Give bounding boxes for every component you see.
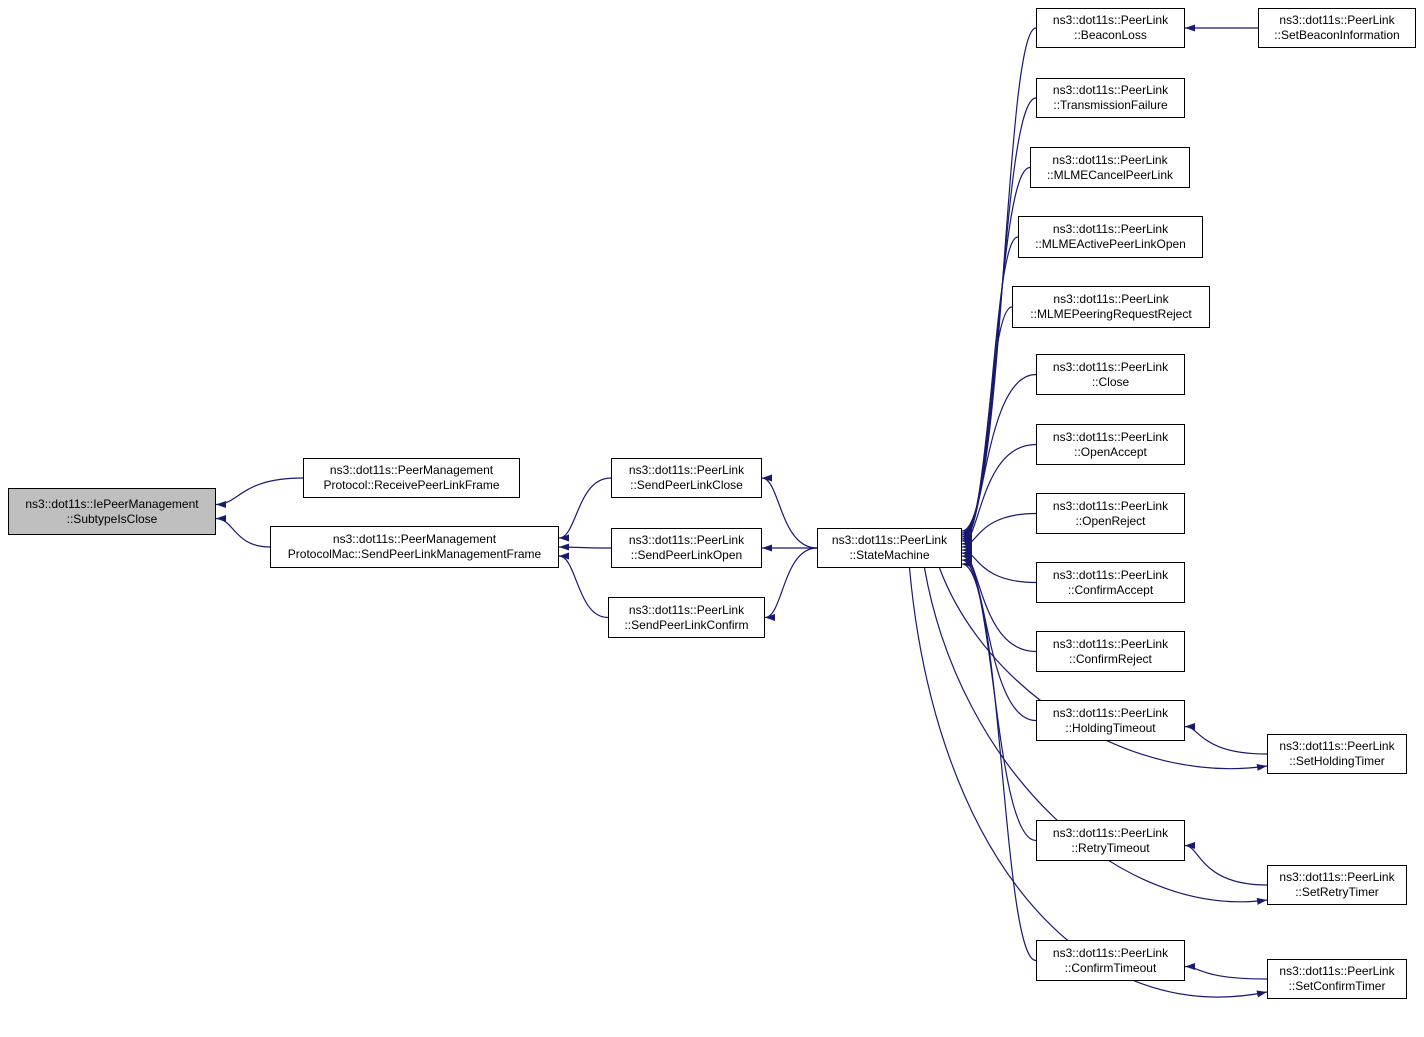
graph-node-setbeaconinformation[interactable]: ns3::dot11s::PeerLink::SetBeaconInformat… — [1258, 8, 1416, 48]
edge-setconfirmtimer-to-confirmtimeout — [1184, 963, 1268, 980]
graph-node-label: ::BeaconLoss — [1074, 28, 1147, 42]
graph-node-label: ::SendPeerLinkConfirm — [624, 617, 749, 632]
edge-sendpeerlinkconfirm-to-sendpeerlinkmanagementframe — [558, 552, 609, 619]
graph-node-label: ::OpenAccept — [1074, 444, 1147, 459]
graph-node-label: ns3::dot11s::PeerLink — [1279, 13, 1395, 27]
edge-setholdingtimer-to-holdingtimeout — [1184, 723, 1268, 755]
edge-retrytimeout-to-statemachine — [961, 556, 1037, 842]
graph-node-label: ns3::dot11s::PeerLink — [1052, 13, 1169, 27]
graph-node-label: ::RetryTimeout — [1071, 840, 1150, 855]
graph-node-label: ns3::dot11s::PeerManagement — [332, 532, 497, 546]
graph-node-mlmepeeringrequestreject[interactable]: ns3::dot11s::PeerLink::MLMEPeeringReques… — [1012, 286, 1210, 328]
graph-node-label: ::OpenReject — [1075, 513, 1146, 528]
graph-node-label: ::Close — [1091, 374, 1130, 389]
graph-node-label: ns3::dot11s::PeerLink — [831, 533, 948, 547]
graph-node-label: ns3::dot11s::PeerLink — [628, 533, 745, 547]
graph-node-label: ::SendPeerLinkClose — [630, 478, 743, 492]
graph-node-label: ::ConfirmAccept — [1067, 582, 1154, 597]
graph-node-label: ns3::dot11s::PeerLink — [1052, 429, 1169, 444]
edge-holdingtimeout-to-statemachine — [961, 552, 1037, 722]
graph-node-label: ns3::dot11s::PeerLink — [1052, 705, 1169, 720]
graph-node-label: ::MLMECancelPeerLink — [1046, 167, 1174, 182]
graph-node-label: ns3::dot11s::PeerLink — [1053, 292, 1169, 306]
graph-node-label: ns3::dot11s::PeerLink — [1279, 964, 1395, 978]
graph-node-subtypeisclose: ns3::dot11s::IePeerManagement::SubtypeIs… — [8, 488, 216, 535]
graph-node-setconfirmtimer[interactable]: ns3::dot11s::PeerLink::SetConfirmTimer — [1267, 959, 1407, 999]
graph-node-label: ns3::dot11s::PeerLink — [1052, 359, 1169, 374]
graph-node-label: ::SetBeaconInformation — [1274, 28, 1400, 42]
graph-node-mlmecancelpeerlink[interactable]: ns3::dot11s::PeerLink::MLMECancelPeerLin… — [1030, 147, 1190, 188]
graph-node-label: ::HoldingTimeout — [1065, 720, 1156, 735]
edge-close-to-statemachine — [961, 373, 1037, 545]
graph-node-label: ns3::dot11s::PeerLink — [1279, 870, 1395, 884]
edge-mlmepeeringrequestreject-to-statemachine — [961, 306, 1013, 543]
graph-node-confirmaccept[interactable]: ns3::dot11s::PeerLink::ConfirmAccept — [1036, 562, 1185, 603]
graph-node-sendpeerlinkopen[interactable]: ns3::dot11s::PeerLink::SendPeerLinkOpen — [611, 528, 762, 568]
edge-beaconloss-to-statemachine — [961, 27, 1037, 535]
edge-confirmaccept-to-statemachine — [961, 546, 1037, 584]
graph-node-label: ::MLMEPeeringRequestReject — [1030, 307, 1192, 321]
graph-node-label: ns3::dot11s::PeerLink — [1052, 498, 1169, 513]
edge-setretrytimer-to-retrytimeout — [1184, 842, 1268, 886]
graph-node-label: ::SetConfirmTimer — [1288, 979, 1386, 993]
graph-node-sendpeerlinkconfirm[interactable]: ns3::dot11s::PeerLink::SendPeerLinkConfi… — [608, 597, 765, 638]
graph-node-label: ::ConfirmTimeout — [1064, 960, 1157, 975]
edge-confirmtimeout-to-statemachine — [961, 560, 1037, 962]
graph-node-statemachine[interactable]: ns3::dot11s::PeerLink::StateMachine — [817, 528, 962, 568]
edge-confirmreject-to-statemachine — [961, 549, 1037, 653]
graph-node-label: ns3::dot11s::PeerLink — [1052, 636, 1169, 651]
edge-openreject-to-statemachine — [961, 512, 1037, 551]
graph-node-label: ::TransmissionFailure — [1053, 98, 1168, 112]
graph-node-label: ns3::dot11s::PeerLink — [1052, 152, 1168, 167]
graph-node-setholdingtimer[interactable]: ns3::dot11s::PeerLink::SetHoldingTimer — [1267, 734, 1407, 774]
graph-node-label: ::SubtypeIsClose — [66, 511, 158, 526]
graph-node-label: ::MLMEActivePeerLinkOpen — [1035, 237, 1186, 251]
graph-node-transmissionfailure[interactable]: ns3::dot11s::PeerLink::TransmissionFailu… — [1036, 78, 1185, 118]
graph-node-label: ::SetHoldingTimer — [1289, 754, 1385, 768]
edge-statemachine-to-setconfirmtimer — [908, 567, 1268, 998]
edge-openaccept-to-statemachine — [961, 443, 1037, 548]
edge-receivepeerlinkframe-to-subtypeisclose — [215, 477, 304, 508]
graph-node-mlmeactivepeerlinkopen[interactable]: ns3::dot11s::PeerLink::MLMEActivePeerLin… — [1018, 216, 1203, 258]
graph-node-label: ns3::dot11s::PeerManagement — [329, 463, 494, 477]
graph-node-label: ns3::dot11s::IePeerManagement — [25, 496, 199, 511]
graph-node-setretrytimer[interactable]: ns3::dot11s::PeerLink::SetRetryTimer — [1267, 865, 1407, 905]
graph-node-label: ns3::dot11s::PeerLink — [1052, 567, 1169, 582]
graph-node-label: ns3::dot11s::PeerLink — [1052, 83, 1169, 97]
graph-node-label: ProtocolMac::SendPeerLinkManagementFrame — [287, 547, 542, 561]
graph-node-label: ns3::dot11s::PeerLink — [628, 463, 745, 477]
graph-node-retrytimeout[interactable]: ns3::dot11s::PeerLink::RetryTimeout — [1036, 820, 1185, 861]
graph-node-label: ns3::dot11s::PeerLink — [628, 602, 745, 617]
edge-mlmeactivepeerlinkopen-to-statemachine — [961, 236, 1019, 541]
graph-node-label: ::ConfirmReject — [1069, 651, 1152, 666]
graph-node-label: ::StateMachine — [849, 548, 930, 562]
graph-node-openreject[interactable]: ns3::dot11s::PeerLink::OpenReject — [1036, 493, 1185, 534]
graph-node-label: ns3::dot11s::PeerLink — [1279, 739, 1395, 753]
graph-node-label: ::SetRetryTimer — [1295, 885, 1379, 899]
graph-node-close[interactable]: ns3::dot11s::PeerLink::Close — [1036, 354, 1185, 395]
graph-node-openaccept[interactable]: ns3::dot11s::PeerLink::OpenAccept — [1036, 424, 1185, 465]
graph-node-holdingtimeout[interactable]: ns3::dot11s::PeerLink::HoldingTimeout — [1036, 700, 1185, 741]
graph-node-label: ::SendPeerLinkOpen — [630, 548, 743, 562]
graph-node-label: ns3::dot11s::PeerLink — [1052, 825, 1169, 840]
edge-statemachine-to-sendpeerlinkconfirm — [764, 547, 818, 621]
graph-node-beaconloss[interactable]: ns3::dot11s::PeerLink::BeaconLoss — [1036, 8, 1185, 48]
edge-statemachine-to-sendpeerlinkclose — [761, 474, 818, 549]
edge-sendpeerlinkclose-to-sendpeerlinkmanagementframe — [558, 477, 612, 542]
graph-node-confirmtimeout[interactable]: ns3::dot11s::PeerLink::ConfirmTimeout — [1036, 940, 1185, 981]
graph-node-label: ns3::dot11s::PeerLink — [1052, 222, 1169, 236]
graph-node-sendpeerlinkclose[interactable]: ns3::dot11s::PeerLink::SendPeerLinkClose — [611, 458, 762, 498]
graph-node-label: Protocol::ReceivePeerLinkFrame — [323, 478, 500, 492]
graph-node-label: ns3::dot11s::PeerLink — [1052, 945, 1169, 960]
edge-sendpeerlinkopen-to-sendpeerlinkmanagementframe — [558, 543, 612, 551]
graph-node-confirmreject[interactable]: ns3::dot11s::PeerLink::ConfirmReject — [1036, 631, 1185, 672]
edge-statemachine-to-setretrytimer — [923, 567, 1268, 905]
edge-sendpeerlinkmanagementframe-to-subtypeisclose — [215, 515, 271, 548]
